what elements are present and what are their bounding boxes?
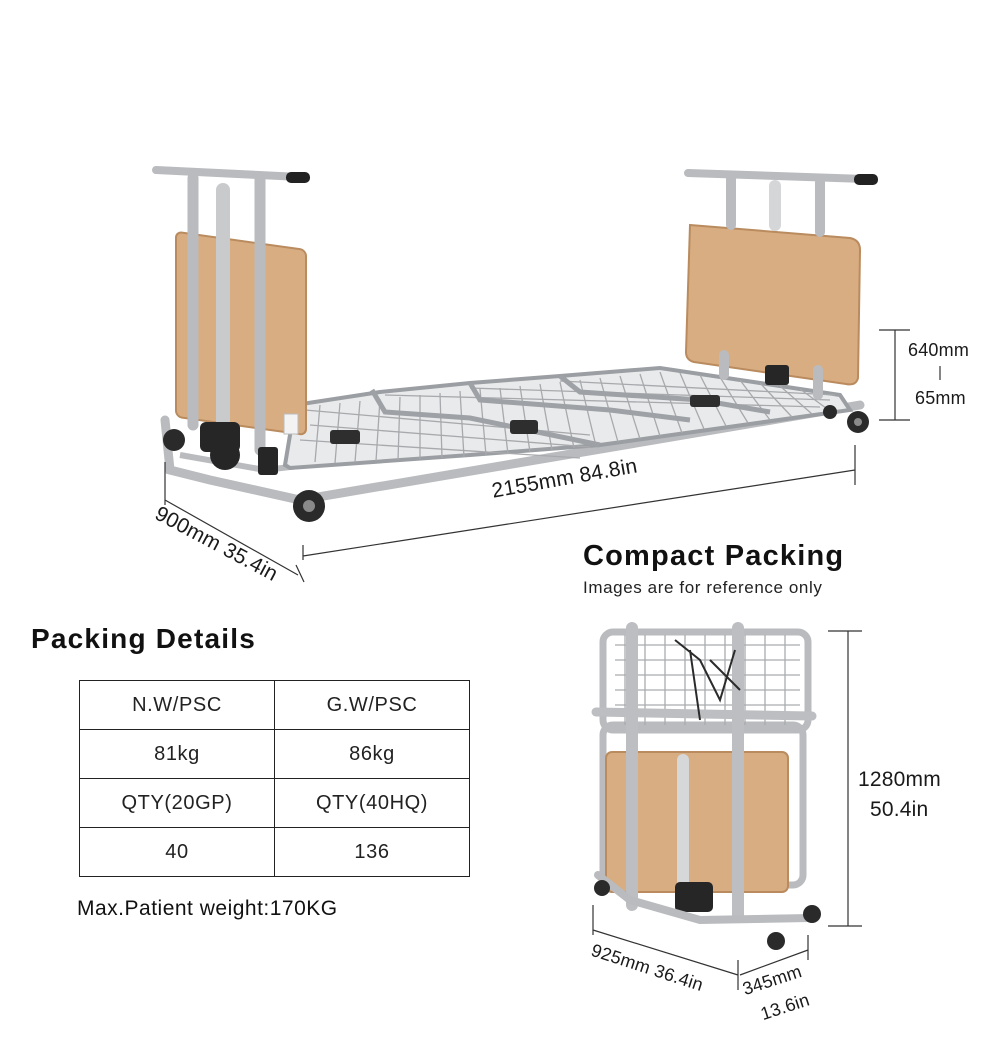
max-patient-weight: Max.Patient weight:170KG — [77, 897, 338, 920]
folded-height-mm: 1280mm — [858, 768, 941, 791]
folded-motor — [675, 882, 713, 912]
compact-packing-title: Compact Packing — [583, 540, 845, 572]
folded-posts — [591, 622, 817, 921]
folded-dimension-lines — [592, 630, 862, 990]
table-row: 81kg 86kg — [79, 729, 470, 779]
height-max-label: 640mm — [908, 340, 970, 360]
folded-cables — [674, 639, 741, 721]
right-motor — [765, 365, 789, 385]
table-cell: 86kg — [274, 729, 470, 779]
right-footboard — [684, 223, 862, 386]
table-cell: QTY(40HQ) — [274, 778, 470, 828]
bed-illustration — [152, 166, 941, 583]
table-cell: QTY(20GP) — [79, 778, 275, 828]
right-foot-posts — [684, 169, 869, 400]
dimension-lines — [164, 329, 941, 583]
table-row: 40 136 — [79, 827, 470, 877]
folded-height-in: 50.4in — [870, 798, 929, 821]
table-cell: N.W/PSC — [79, 680, 275, 730]
table-cell: 81kg — [79, 729, 275, 779]
left-grip — [286, 172, 310, 183]
reference-note: Images are for reference only — [583, 578, 823, 597]
left-headboard — [175, 231, 307, 436]
table-cell: 136 — [274, 827, 470, 877]
packing-table: N.W/PSC G.W/PSC 81kg 86kg QTY(20GP) QTY(… — [79, 680, 470, 877]
left-head-posts — [152, 166, 304, 456]
left-label — [283, 413, 299, 435]
packing-details-title: Packing Details — [31, 623, 256, 654]
right-grip — [854, 174, 878, 185]
casters — [163, 405, 869, 522]
table-cell: G.W/PSC — [274, 680, 470, 730]
table-row: N.W/PSC G.W/PSC — [79, 680, 470, 730]
table-row: QTY(20GP) QTY(40HQ) — [79, 778, 470, 828]
under-deck-motors — [330, 395, 720, 444]
height-min-label: 65mm — [915, 388, 966, 408]
table-cell: 40 — [79, 827, 275, 877]
folded-casters — [594, 880, 821, 950]
left-motor — [200, 422, 278, 475]
